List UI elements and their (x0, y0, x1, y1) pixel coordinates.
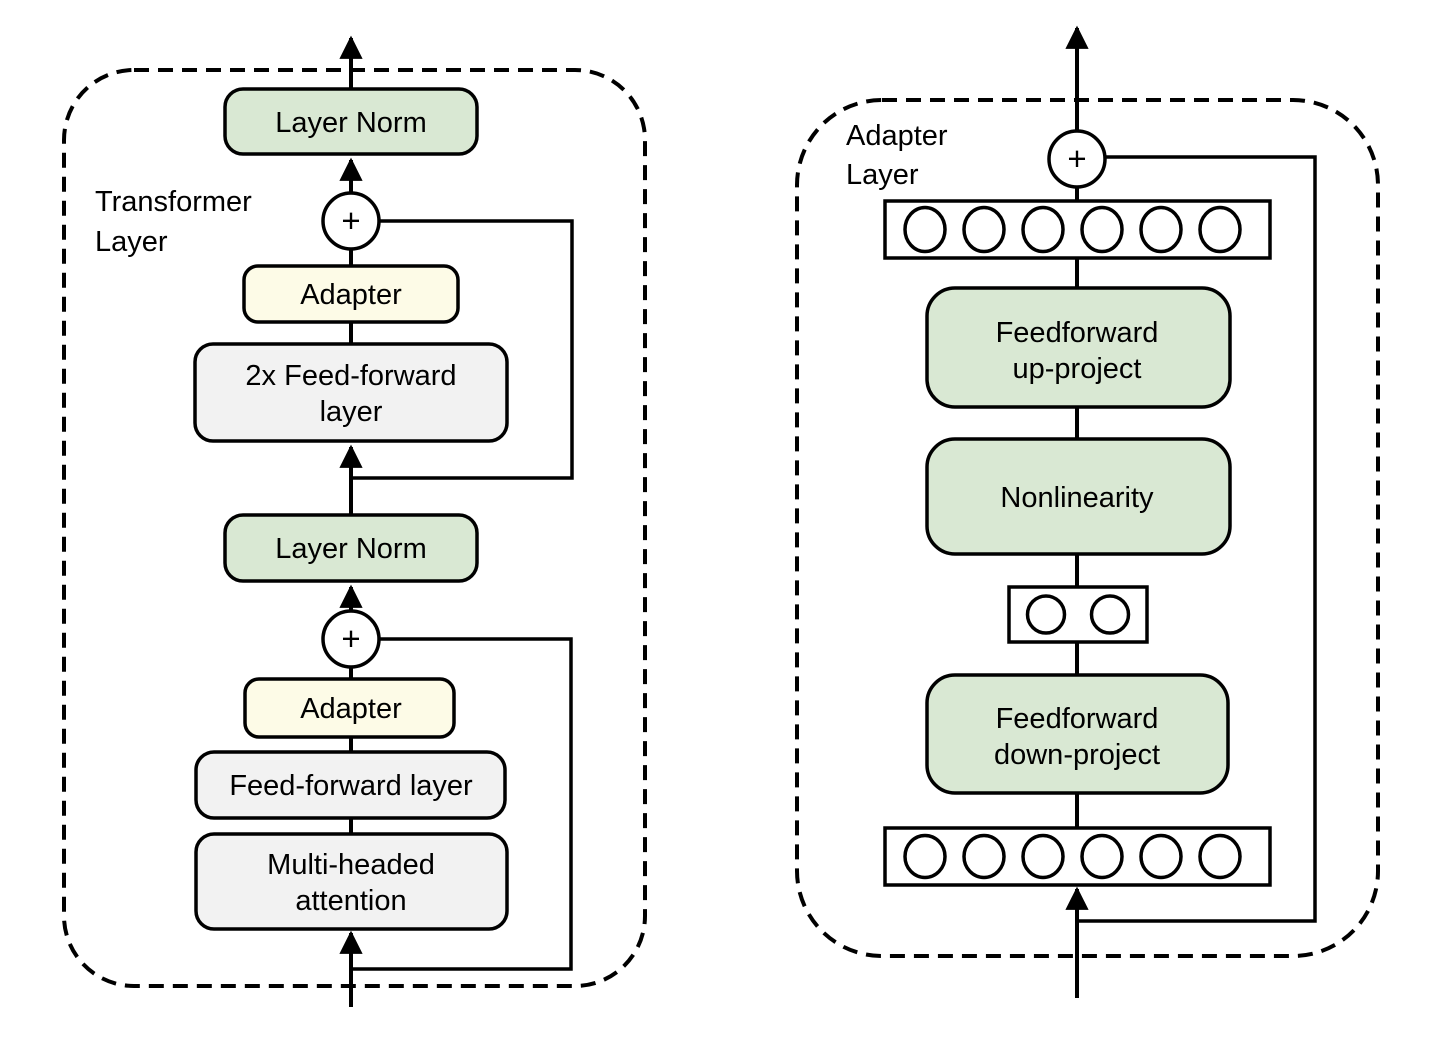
nonlinearity-box (925, 437, 1232, 556)
feedforward-down-project-box (925, 673, 1230, 795)
layer-norm-bottom-label: Layer Norm (275, 533, 427, 565)
plus-sign-top-left: + (341, 202, 360, 239)
skip-connection-lower-left (351, 637, 573, 971)
feature-units-bottom (903, 833, 1242, 880)
plus-circle-bottom-left (321, 609, 381, 669)
multi-headed-attention-box (194, 832, 509, 931)
feed-forward-box (194, 750, 507, 820)
feed-forward-2x-label-line1: 2x Feed-forward (245, 360, 456, 392)
unit-circle (1021, 833, 1065, 880)
unit-circle (1025, 594, 1067, 635)
bottleneck-units (1025, 594, 1131, 635)
unit-circle (1080, 833, 1124, 880)
unit-circle (1198, 205, 1242, 254)
nonlinearity-label: Nonlinearity (1000, 482, 1154, 514)
plus-sign-right: + (1067, 140, 1086, 177)
unit-circle (1021, 205, 1065, 254)
transformer-layer-panel: Layer Norm + Adapter 2x Feed-forward lay… (62, 35, 647, 1007)
unit-circle (1139, 833, 1183, 880)
adapter-bottom-label: Adapter (300, 693, 402, 725)
layer-norm-top-label: Layer Norm (275, 107, 427, 139)
transformer-layer-dashed-border (62, 68, 647, 988)
unit-circle (962, 833, 1006, 880)
plus-circle-right (1047, 129, 1107, 189)
skip-connection-right (1077, 155, 1317, 923)
feedforward-down-project-label-line2: down-project (994, 739, 1160, 771)
unit-circle (962, 205, 1006, 254)
feature-units-top (903, 205, 1242, 254)
unit-circle (1139, 205, 1183, 254)
multi-headed-attention-label-line1: Multi-headed (267, 849, 435, 881)
adapter-layer-label-line2: Layer (846, 159, 919, 191)
feed-forward-2x-label-line2: layer (320, 396, 383, 428)
adapter-layer-dashed-border (795, 98, 1380, 958)
feed-forward-2x-box (193, 342, 509, 443)
plus-sign-bottom-left: + (341, 620, 360, 657)
transformer-layer-label-line1: Transformer (95, 186, 252, 218)
feedforward-up-project-box (925, 286, 1232, 409)
adapter-top-box (242, 264, 460, 324)
feed-forward-label: Feed-forward layer (229, 770, 473, 802)
adapter-bottom-box (243, 677, 456, 739)
unit-circle (1080, 205, 1124, 254)
layer-norm-bottom-box (223, 513, 479, 583)
feedforward-down-project-label-line1: Feedforward (996, 703, 1159, 735)
unit-circle (903, 205, 947, 254)
skip-connection-upper-left (353, 219, 574, 480)
unit-circle (1198, 833, 1242, 880)
feedforward-up-project-label-line2: up-project (1013, 353, 1142, 385)
adapter-layer-panel: + Feedforward up-project Nonlinearity Fe… (795, 25, 1380, 998)
unit-circle (1089, 594, 1131, 635)
adapter-top-label: Adapter (300, 279, 402, 311)
transformer-layer-label-line2: Layer (95, 226, 168, 258)
unit-circle (903, 833, 947, 880)
feedforward-up-project-label-line1: Feedforward (996, 317, 1159, 349)
multi-headed-attention-label-line2: attention (295, 885, 406, 917)
layer-norm-top-box (223, 87, 479, 156)
adapter-layer-label-line1: Adapter (846, 120, 948, 152)
plus-circle-top-left (321, 191, 381, 251)
